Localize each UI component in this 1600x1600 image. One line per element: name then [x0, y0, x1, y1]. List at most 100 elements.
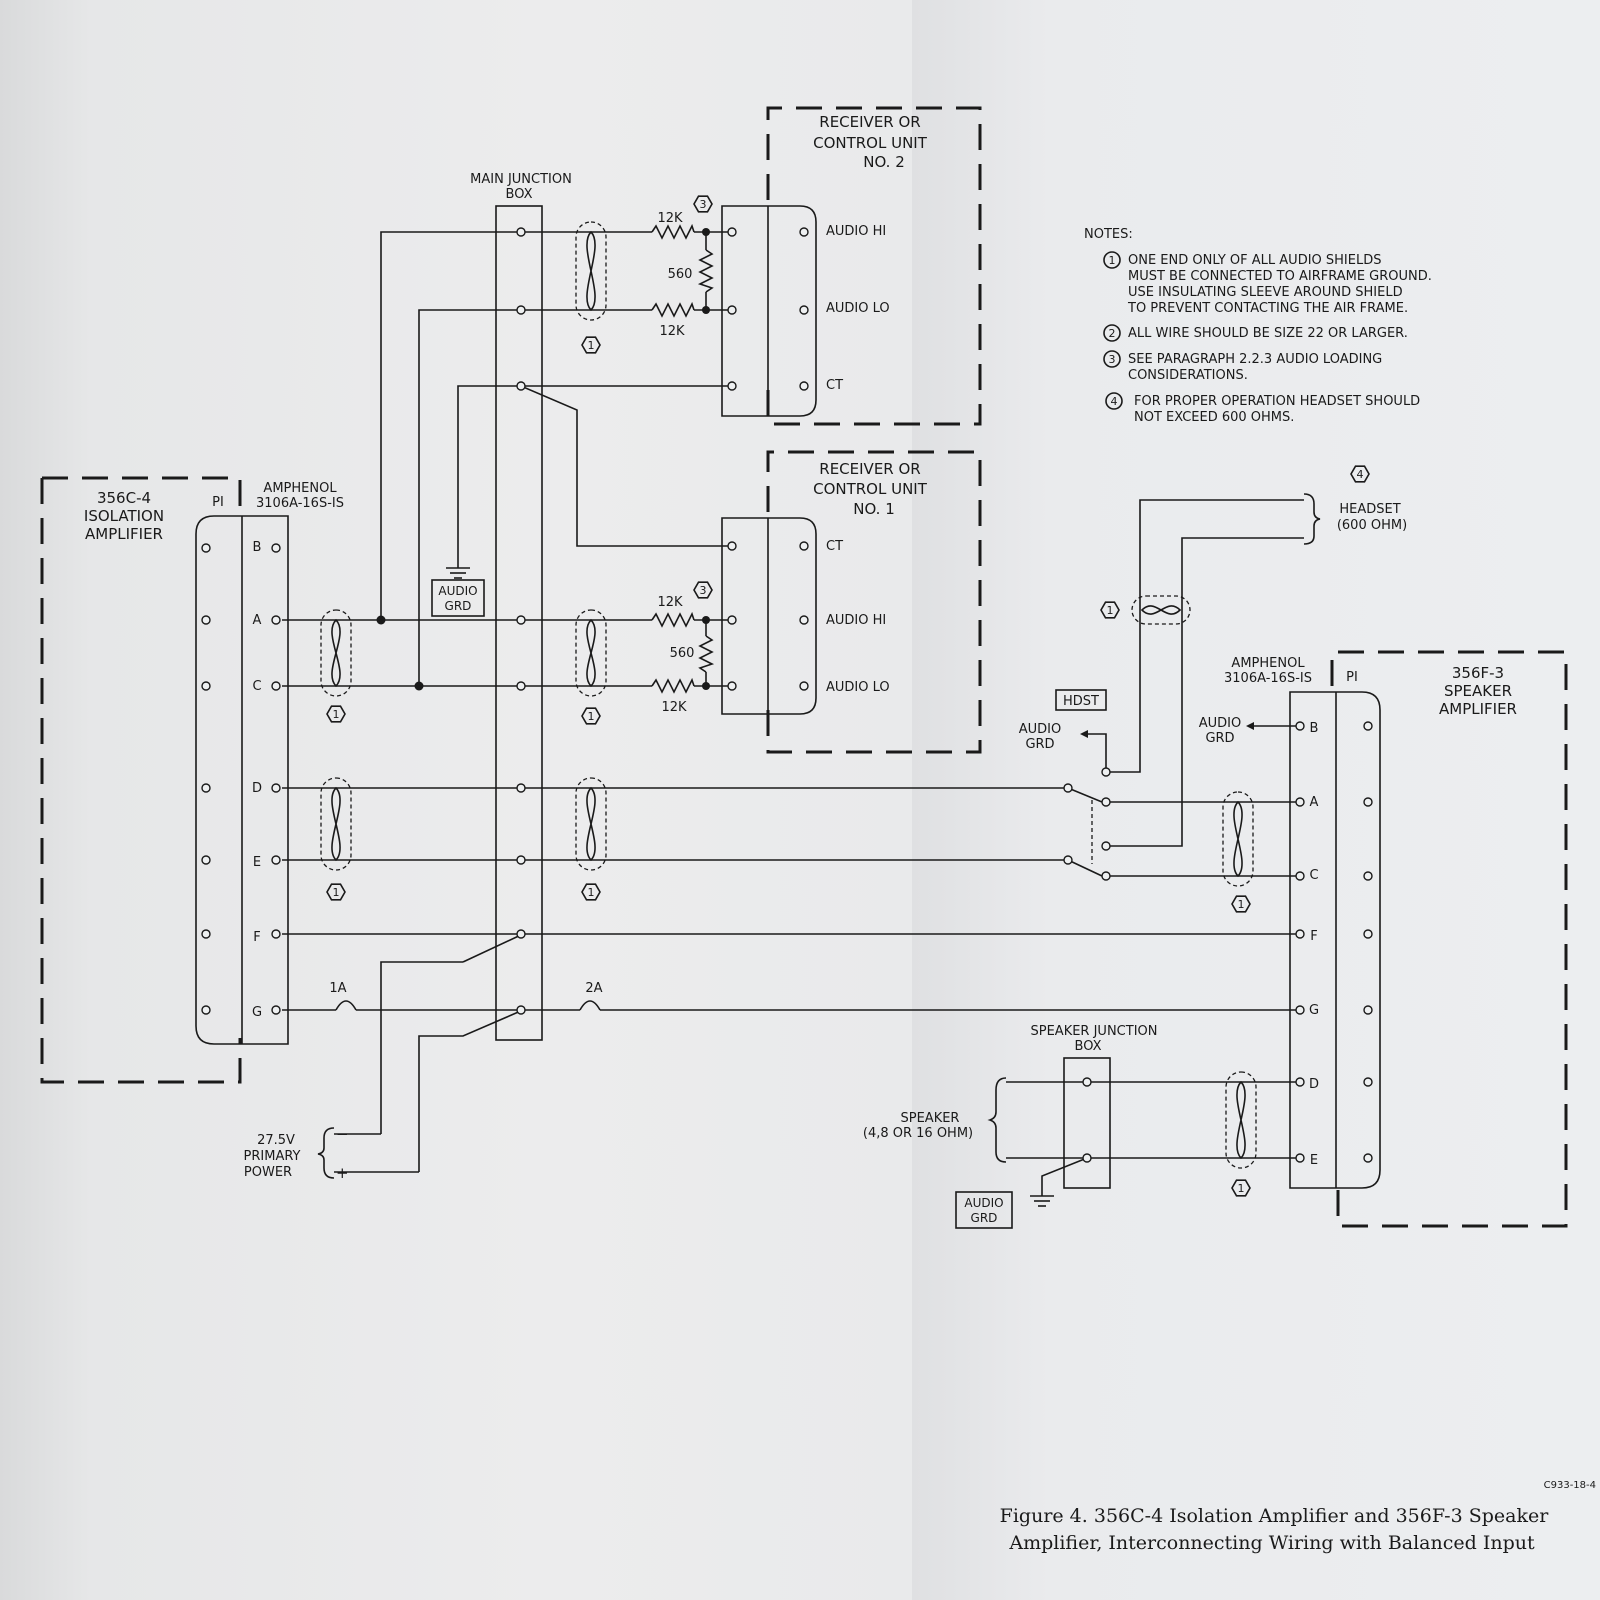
terminal — [1101, 767, 1111, 777]
terminal — [201, 855, 211, 865]
b-audio-grd-2: GRD — [1205, 731, 1234, 746]
terminal — [516, 227, 526, 237]
shielded-pair-icon — [575, 609, 607, 697]
right-pin-d: D — [1309, 1077, 1319, 1092]
note-3-line-1: SEE PARAGRAPH 2.2.3 AUDIO LOADING — [1128, 352, 1382, 367]
figure-code: C933-18-4 — [1544, 1480, 1596, 1491]
shielded-pair-icon — [1222, 791, 1254, 887]
terminal — [1295, 1153, 1305, 1163]
terminal — [201, 929, 211, 939]
left-pin-c: C — [252, 679, 261, 694]
terminal — [1063, 783, 1073, 793]
terminal — [1082, 1077, 1092, 1087]
fuse-2a-label: 2A — [585, 981, 602, 996]
hdst-audio-grd-1: AUDIO — [1019, 722, 1062, 737]
note-1: 1 ONE END ONLY OF ALL AUDIO SHIELDS MUST… — [1103, 251, 1432, 316]
note-marker-number: 1 — [1238, 1182, 1245, 1195]
left-pin-g: G — [252, 1005, 262, 1020]
speaker-junction-label-2: BOX — [1075, 1039, 1102, 1054]
note-1-line-4: TO PREVENT CONTACTING THE AIR FRAME. — [1127, 301, 1408, 316]
note-marker-number: 1 — [333, 708, 340, 721]
isolation-amp-title-2: ISOLATION — [84, 507, 164, 525]
page-left-half — [0, 0, 912, 1600]
note-marker-icon: 1 — [1100, 601, 1120, 619]
terminal — [799, 381, 809, 391]
shielded-pair-icon — [1225, 1071, 1257, 1169]
main-junction-label-2: BOX — [506, 187, 533, 202]
right-pin-c: C — [1309, 868, 1318, 883]
terminal — [727, 381, 737, 391]
audio-grd-box-speaker — [955, 1191, 1013, 1229]
left-pin-e: E — [253, 855, 261, 870]
note-4: 4 FOR PROPER OPERATION HEADSET SHOULD NO… — [1105, 392, 1420, 425]
note-2-number: 2 — [1109, 327, 1116, 340]
terminal — [1295, 871, 1305, 881]
audio-grd-speaker-1: AUDIO — [964, 1196, 1003, 1210]
terminal — [1295, 1005, 1305, 1015]
note-marker-number: 3 — [700, 198, 707, 211]
receiver1-title-2: CONTROL UNIT — [813, 480, 928, 498]
r-560-label-1: 560 — [668, 267, 693, 282]
left-connector — [195, 515, 289, 1045]
hdst-label: HDST — [1063, 694, 1099, 709]
terminal — [516, 855, 526, 865]
right-amphenol-label-2: 3106A-16S-IS — [1224, 671, 1312, 686]
audio-grd-left-1: AUDIO — [438, 584, 477, 598]
receiver1-title-3: NO. 1 — [853, 500, 895, 518]
note-1-line-1: ONE END ONLY OF ALL AUDIO SHIELDS — [1128, 253, 1381, 268]
terminal — [1295, 929, 1305, 939]
terminal — [271, 929, 281, 939]
note-marker-number: 1 — [588, 339, 595, 352]
right-pin-e: E — [1310, 1153, 1318, 1168]
shielded-pair-icon — [320, 777, 352, 871]
audio-grd-speaker-2: GRD — [971, 1211, 998, 1225]
right-pin-g: G — [1309, 1003, 1319, 1018]
hdst-audio-grd-2: GRD — [1025, 737, 1054, 752]
r-12k-label-1: 12K — [657, 211, 683, 226]
speaker-label-2: (4,8 OR 16 OHM) — [863, 1126, 973, 1141]
headset-label-1: HEADSET — [1339, 502, 1400, 517]
terminal — [799, 227, 809, 237]
receiver2-outline — [766, 106, 982, 426]
receiver2-title-2: CONTROL UNIT — [813, 134, 928, 152]
note-marker-icon: 4 — [1350, 465, 1370, 483]
right-pin-b: B — [1310, 721, 1319, 736]
receiver1-ct: CT — [826, 539, 843, 554]
left-pin-f: F — [253, 930, 260, 945]
terminal — [799, 681, 809, 691]
note-4-number: 4 — [1111, 395, 1118, 408]
right-pin-a: A — [1310, 795, 1319, 810]
terminal — [727, 615, 737, 625]
main-junction-label-1: MAIN JUNCTION — [470, 172, 572, 187]
left-amphenol-label-2: 3106A-16S-IS — [256, 496, 344, 511]
terminal — [799, 541, 809, 551]
terminal — [1082, 1153, 1092, 1163]
terminal — [271, 543, 281, 553]
note-marker-number: 4 — [1357, 468, 1364, 481]
terminal — [799, 305, 809, 315]
receiver2-audio-hi: AUDIO HI — [826, 224, 886, 239]
isolation-amp-outline — [40, 476, 242, 1084]
hdst-box — [1055, 689, 1107, 711]
terminal — [1063, 855, 1073, 865]
r-12k-label-3: 12K — [657, 595, 683, 610]
r-12k-label-2: 12K — [659, 324, 685, 339]
terminal — [271, 615, 281, 625]
terminal — [727, 541, 737, 551]
power-plus: + — [336, 1164, 349, 1182]
shield-symbols — [320, 221, 1257, 1169]
speaker-junction-label-1: SPEAKER JUNCTION — [1031, 1024, 1158, 1039]
power-label-2: PRIMARY — [244, 1149, 301, 1164]
caption-line-1: Figure 4. 356C-4 Isolation Amplifier and… — [1000, 1505, 1550, 1527]
main-junction-box — [495, 205, 543, 1041]
terminal — [201, 681, 211, 691]
r-12k-label-4: 12K — [661, 700, 687, 715]
terminal — [271, 1005, 281, 1015]
right-pi-label: PI — [1346, 670, 1358, 685]
note-3-line-2: CONSIDERATIONS. — [1128, 368, 1248, 383]
note-marker-number: 1 — [333, 886, 340, 899]
note-marker-icon: 1 — [581, 707, 601, 725]
terminal — [271, 783, 281, 793]
terminal — [1363, 1077, 1373, 1087]
